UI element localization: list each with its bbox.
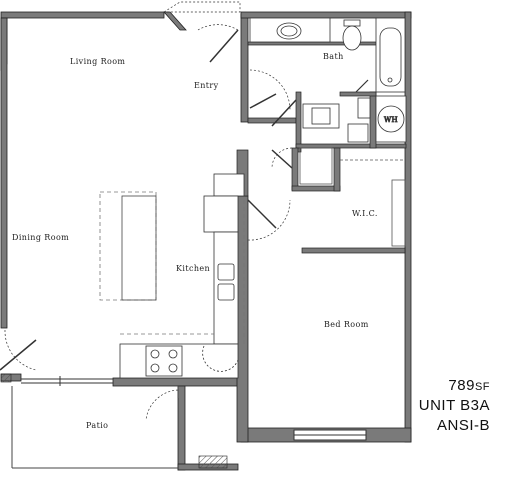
living-room-label: Living Room (70, 57, 125, 66)
wic-label: W.I.C. (352, 209, 378, 218)
room-labels: Living Room Entry Bath W.I.C. Dining Roo… (12, 52, 378, 430)
kitchen-fixtures (119, 173, 245, 379)
burner-1 (150, 349, 160, 359)
patio-gate-swing (145, 389, 179, 421)
kitchen-label: Kitchen (176, 264, 210, 273)
wall-top-bath (240, 11, 412, 19)
range (145, 345, 183, 377)
bedroom-window (293, 429, 367, 441)
wall-wic-left (291, 147, 299, 191)
ansi-label: ANSI-B (436, 417, 490, 434)
area-unit: SF (474, 381, 490, 393)
dining-room-label: Dining Room (12, 233, 69, 242)
burner-3 (150, 363, 160, 373)
patio-label: Patio (86, 421, 108, 430)
bath-label: Bath (323, 52, 344, 61)
toilet-bowl (342, 25, 362, 51)
utility-closet: WH (302, 95, 407, 143)
wall-left (0, 17, 8, 329)
bath-door (249, 93, 277, 109)
entry-label: Entry (194, 81, 219, 90)
wall-wic-bottom (291, 185, 341, 192)
hatch-marks (0, 373, 228, 469)
wall-closet-top (339, 91, 377, 97)
doors (0, 1, 369, 421)
refrigerator (213, 173, 245, 197)
bath-fixtures (249, 17, 406, 93)
wic-shelves (299, 147, 406, 247)
water-heater (377, 105, 405, 133)
sink-basin-1 (217, 263, 235, 281)
wall-bottom-kitchen (112, 377, 246, 387)
dishwasher-swing (202, 345, 239, 372)
burner-2 (168, 349, 178, 359)
wall-closet-bottom (295, 143, 407, 149)
upper-cabinets (99, 191, 245, 344)
dryer (347, 123, 369, 143)
island-outline (99, 191, 157, 301)
wall-bath-bottom (247, 117, 297, 124)
patio-door-left (0, 339, 37, 371)
shelf (357, 97, 371, 119)
toilet-tank (343, 19, 361, 27)
interior-walls (236, 41, 407, 254)
wall-right (404, 11, 412, 443)
wall-wh-left (369, 91, 377, 149)
wall-wic-right (333, 147, 341, 192)
wall-entry-angle (163, 11, 187, 31)
wall-patio-left (177, 385, 186, 471)
wh-label: WH (384, 116, 398, 124)
island (121, 195, 157, 301)
sink-basin-2 (217, 283, 235, 301)
bedroom-door (247, 199, 277, 229)
unit-name: UNIT B3A (418, 397, 490, 414)
wall-bed-top (301, 247, 406, 254)
wall-closet-left (295, 91, 302, 153)
entry-door (209, 29, 239, 63)
wic-door (271, 149, 293, 169)
pantry (203, 195, 239, 233)
area-value: 789 (448, 377, 475, 394)
patio-sliding-door (21, 376, 113, 386)
wall-bed-left (236, 195, 249, 443)
closet-door (271, 99, 297, 127)
area-label: 789SF (448, 376, 490, 397)
wall-top-living (0, 11, 165, 19)
patio-outline (11, 386, 179, 469)
burner-4 (168, 363, 178, 373)
wall-entry-right (240, 13, 249, 123)
bed-room-label: Bed Room (324, 320, 369, 329)
